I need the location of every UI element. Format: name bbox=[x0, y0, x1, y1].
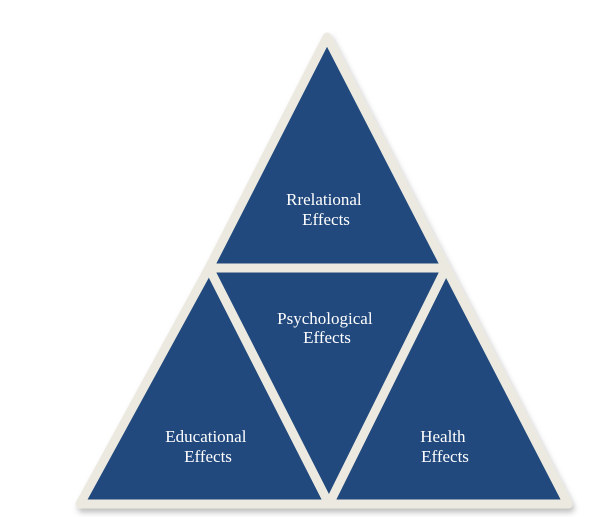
label-right: Health Effects bbox=[420, 427, 470, 466]
label-right-line2: Effects bbox=[421, 447, 469, 466]
label-left-line2: Effects bbox=[184, 447, 232, 466]
label-top-line1: Rrelational bbox=[286, 190, 362, 209]
label-center-line2: Effects bbox=[303, 328, 351, 347]
label-top-line2: Effects bbox=[302, 210, 350, 229]
label-left-line1: Educational bbox=[165, 427, 246, 446]
label-top: Rrelational Effects bbox=[286, 190, 366, 229]
label-center-line1: Psychological bbox=[277, 309, 373, 328]
label-left: Educational Effects bbox=[165, 427, 250, 466]
label-center: Psychological Effects bbox=[277, 309, 377, 347]
triangle-top-relational bbox=[204, 32, 451, 273]
triangle-center-psychological bbox=[204, 263, 451, 509]
label-right-line1: Health bbox=[420, 427, 466, 446]
